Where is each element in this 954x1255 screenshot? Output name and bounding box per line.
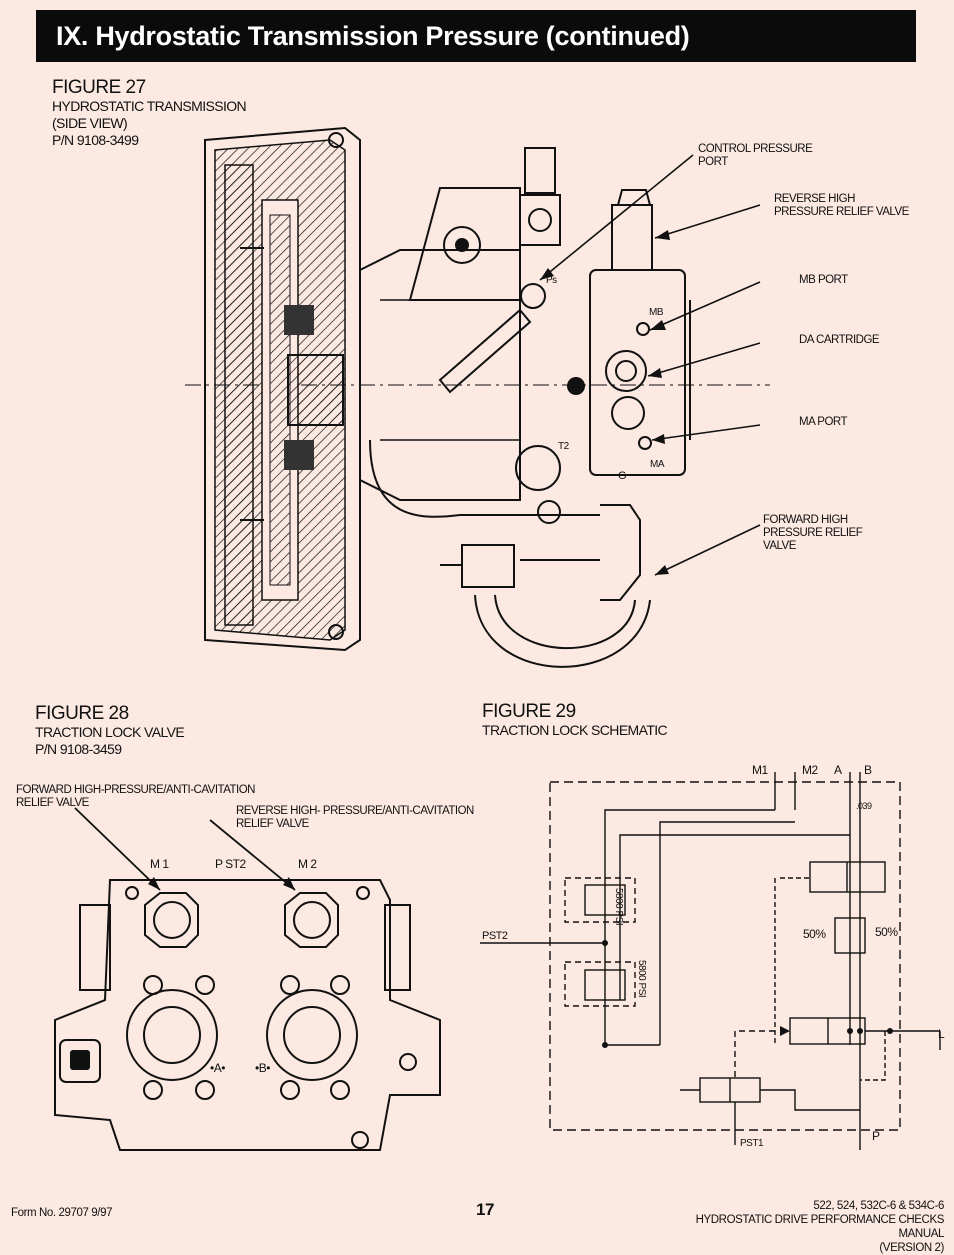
a-label: A — [834, 763, 842, 777]
m1-port-mark: M 1 — [150, 857, 169, 871]
figure-27-title: FIGURE 27 — [52, 77, 146, 98]
manual-title: 522, 524, 532C-6 & 534C-6 HYDROSTATIC DR… — [668, 1199, 945, 1255]
ma-mark: MA — [650, 459, 665, 470]
form-number: Form No. 29707 9/97 — [11, 1207, 113, 1219]
reverse-relief-valve-callout: REVERSE HIGH- PRESSURE/ANTI-CAVITATION R… — [236, 805, 474, 831]
callout-line: VALVE — [763, 540, 796, 552]
figure-29-subtitle: TRACTION LOCK SCHEMATIC — [482, 722, 668, 738]
callout-line: PRESSURE RELIEF — [763, 527, 863, 539]
manual-title-line: 522, 524, 532C-6 & 534C-6 — [813, 1200, 944, 1212]
a-port-mark: •A• — [210, 1061, 225, 1075]
pct-left-label: 50% — [803, 927, 826, 941]
callout-line: FORWARD HIGH-PRESSURE/ANTI-CAVITATION — [16, 784, 255, 796]
pst2-port-mark: P ST2 — [215, 857, 246, 871]
b-label: B — [864, 763, 872, 777]
section-header: IX. Hydrostatic Transmission Pressure (c… — [36, 10, 916, 62]
pst2-label: PST2 — [482, 930, 508, 942]
figure-27-subtitle-2: (SIDE VIEW) — [52, 115, 128, 131]
callout-line: REVERSE HIGH- PRESSURE/ANTI-CAVITATION — [236, 805, 474, 817]
manual-title-line: HYDROSTATIC DRIVE PERFORMANCE CHECKS MAN… — [695, 1214, 945, 1240]
forward-relief-valve-callout: FORWARD HIGH-PRESSURE/ANTI-CAVITATION RE… — [16, 784, 255, 810]
psi-bottom-label: 5800 PSI — [636, 960, 647, 998]
p-label: P — [872, 1129, 880, 1143]
da-cartridge-callout: DA CARTRIDGE — [799, 334, 880, 346]
figure-28-caption: FIGURE 28 TRACTION LOCK VALVE P/N 9108-3… — [35, 703, 185, 758]
figure-27-subtitle-1: HYDROSTATIC TRANSMISSION — [52, 98, 247, 114]
callout-line: CONTROL PRESSURE — [698, 143, 813, 155]
callout-line: PRESSURE RELIEF VALVE — [774, 206, 909, 218]
orifice-label: .039 — [856, 801, 872, 811]
m1-label: M1 — [752, 763, 768, 777]
psi-top-label: 5800 PSI — [613, 888, 624, 926]
page-number: 17 — [476, 1200, 495, 1219]
figure-29-caption: FIGURE 29 TRACTION LOCK SCHEMATIC — [482, 701, 668, 739]
figure-27-subtitle-3: P/N 9108-3499 — [52, 132, 139, 148]
t2-mark: T2 — [558, 441, 569, 452]
ma-port-callout: MA PORT — [799, 416, 848, 428]
reverse-relief-callout: REVERSE HIGH PRESSURE RELIEF VALVE — [774, 193, 909, 219]
callout-line: FORWARD HIGH — [763, 514, 848, 526]
control-pressure-port-callout: CONTROL PRESSURE PORT — [698, 143, 813, 169]
callout-line: PORT — [698, 156, 728, 168]
mb-port-callout: MB PORT — [799, 274, 848, 286]
figure-28-subtitle-2: P/N 9108-3459 — [35, 741, 122, 757]
forward-relief-callout: FORWARD HIGH PRESSURE RELIEF VALVE — [763, 514, 863, 553]
callout-line: RELIEF VALVE — [236, 818, 309, 830]
b-port-mark: •B• — [255, 1061, 270, 1075]
figure-28-title: FIGURE 28 — [35, 703, 129, 724]
l-label: L — [938, 1027, 945, 1041]
figure-29-title: FIGURE 29 — [482, 701, 576, 722]
pst1-label: PST1 — [740, 1138, 764, 1149]
m2-port-mark: M 2 — [298, 857, 317, 871]
callout-line: RELIEF VALVE — [16, 797, 89, 809]
figure-28-subtitle-1: TRACTION LOCK VALVE — [35, 724, 185, 740]
callout-line: REVERSE HIGH — [774, 193, 855, 205]
mb-mark: MB — [649, 307, 664, 318]
pct-right-label: 50% — [875, 925, 898, 939]
g-mark: G — [618, 470, 627, 482]
figure-27-caption: FIGURE 27 HYDROSTATIC TRANSMISSION (SIDE… — [52, 77, 247, 149]
m2-label: M2 — [802, 763, 818, 777]
ps-mark: Ps — [546, 275, 557, 286]
manual-title-line: (VERSION 2) — [879, 1242, 944, 1254]
